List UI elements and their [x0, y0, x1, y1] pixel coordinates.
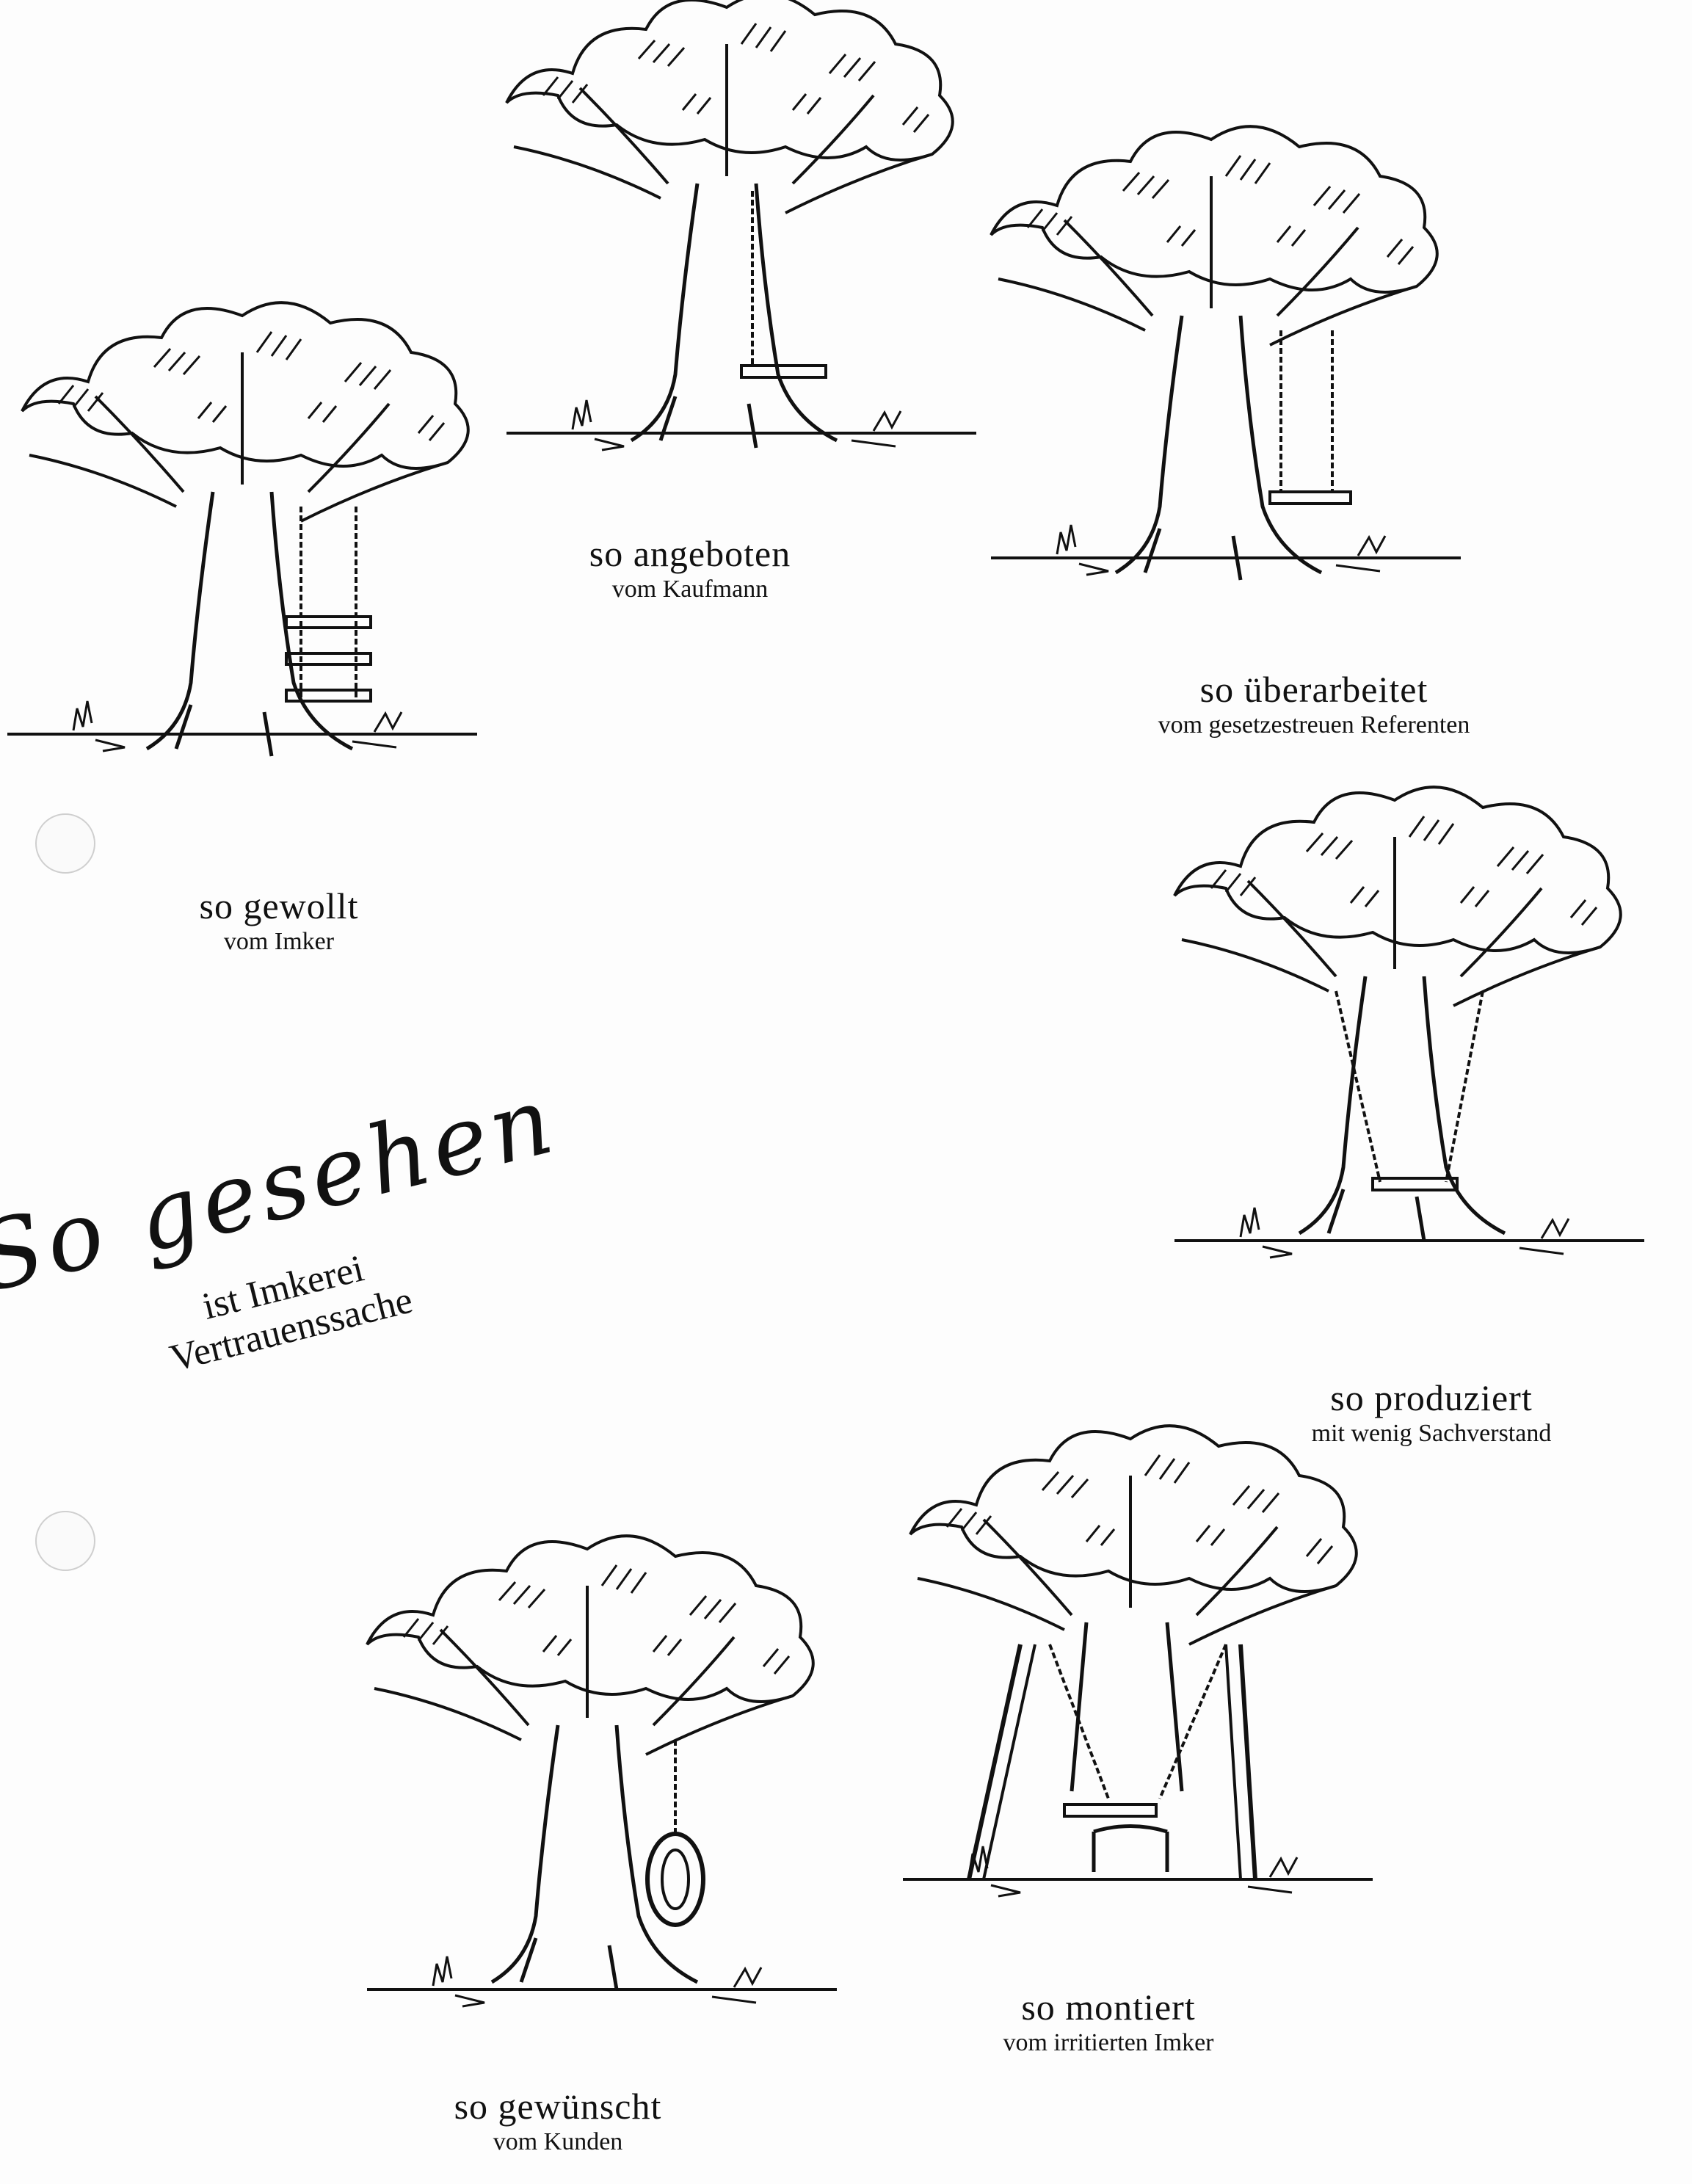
- tree-plank-swing: [505, 0, 978, 451]
- caption-mounted: so montiert vom irritierten Imker: [940, 1986, 1277, 2058]
- caption-offered: so angeboten vom Kaufmann: [558, 532, 822, 604]
- caption-produced: so produziert mit wenig Sachverstand: [1233, 1376, 1630, 1448]
- tree-two-rope-swing: [990, 125, 1462, 580]
- caption-sub: mit wenig Sachverstand: [1311, 1420, 1552, 1447]
- caption-wanted: so gewollt vom Imker: [147, 885, 411, 957]
- caption-main: so gewünscht: [454, 2086, 662, 2127]
- caption-sub: vom Kaufmann: [611, 576, 769, 603]
- caption-desired: so gewünscht vom Kunden: [411, 2085, 705, 2157]
- caption-sub: vom irritierten Imker: [1003, 2029, 1214, 2056]
- tree-cut-frame-swing: [901, 1424, 1374, 1898]
- tree-ladder-swing: [6, 301, 479, 756]
- caption-sub: vom gesetzestreuen Referenten: [1158, 711, 1470, 739]
- tree-tire-swing: [366, 1534, 838, 2008]
- punch-hole-top: [35, 813, 95, 874]
- caption-revised: so überarbeitet vom gesetzestreuen Refer…: [1057, 668, 1571, 740]
- caption-main: so montiert: [1021, 1987, 1196, 2028]
- caption-main: so gewollt: [199, 885, 359, 926]
- tree-trunk-wrapped-swing: [1173, 786, 1646, 1259]
- caption-sub: vom Imker: [223, 928, 335, 955]
- caption-main: so überarbeitet: [1199, 669, 1428, 710]
- punch-hole-bottom: [35, 1511, 95, 1571]
- caption-sub: vom Kunden: [493, 2128, 623, 2155]
- caption-main: so angeboten: [589, 533, 791, 574]
- caption-main: so produziert: [1330, 1377, 1533, 1418]
